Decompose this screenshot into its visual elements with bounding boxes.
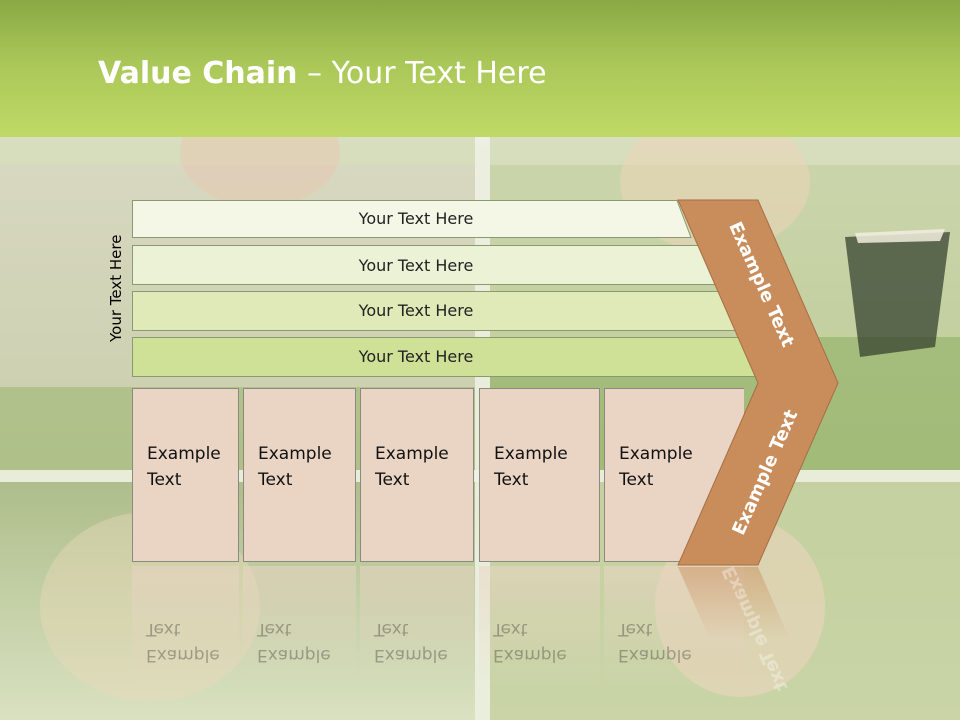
header-band [0, 0, 960, 137]
box-label: Example Text [619, 444, 693, 490]
box-label: Example Text [494, 444, 568, 490]
box-label: Example Text [375, 444, 449, 490]
activity-box-4[interactable]: Example Text [479, 388, 600, 562]
vertical-label[interactable]: Your Text Here [107, 234, 125, 342]
value-chain-bar-3[interactable]: Your Text Here [132, 291, 740, 331]
reflection-label: Example Text [257, 619, 331, 665]
bar-label: Your Text Here [358, 209, 474, 228]
box-label: Example Text [147, 444, 221, 490]
title-bold: Value Chain [98, 56, 298, 91]
slide-title[interactable]: Value Chain – Your Text Here [98, 56, 547, 91]
reflection-label: Example Text [146, 619, 220, 665]
box-reflection: Example Text [132, 566, 239, 686]
activity-box-1[interactable]: Example Text [132, 388, 239, 562]
bar-label: Your Text Here [358, 301, 474, 320]
title-rest: – Your Text Here [297, 56, 547, 91]
box-reflection: Example Text [243, 566, 356, 686]
activity-box-3[interactable]: Example Text [360, 388, 474, 562]
bar-label: Your Text Here [358, 256, 474, 275]
activity-box-2[interactable]: Example Text [243, 388, 356, 562]
box-label: Example Text [258, 444, 332, 490]
reflection-label: Example Text [374, 619, 448, 665]
reflection-label: Example Text [493, 619, 567, 665]
box-reflection: Example Text [360, 566, 474, 686]
value-chain-chevron[interactable] [670, 195, 845, 720]
value-chain-bar-2[interactable]: Your Text Here [132, 245, 716, 285]
value-chain-bar-1[interactable]: Your Text Here [132, 200, 692, 238]
bar-label: Your Text Here [358, 347, 474, 366]
box-reflection: Example Text [479, 566, 600, 686]
